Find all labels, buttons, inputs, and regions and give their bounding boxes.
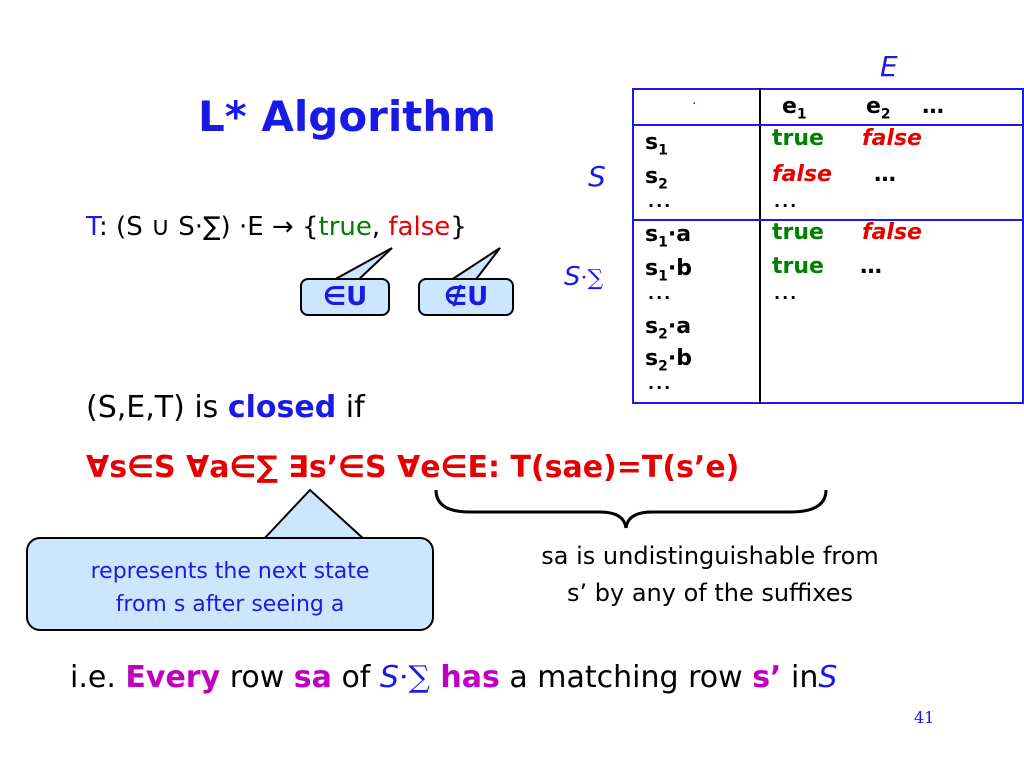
header-e1-letter: e <box>782 94 797 119</box>
sigma-glyph: ∑ <box>587 266 604 291</box>
t-false: false <box>388 212 451 242</box>
row-s2b-sub: 2 <box>658 358 668 375</box>
row-s2-name: s <box>645 164 659 189</box>
row-s1a-name: s <box>645 222 659 247</box>
ie-s-prime: s’ <box>752 660 782 695</box>
t-true: true <box>318 212 372 242</box>
header-e1: e1 <box>782 94 807 122</box>
cell-s2-e2: … <box>874 162 896 187</box>
ie-in: in <box>781 660 819 695</box>
header-e1-sub: 1 <box>796 106 807 123</box>
row-label-s2-more: ··· <box>648 378 673 397</box>
closed-prefix: (S,E,T) is <box>86 390 228 425</box>
ie-sa: sa <box>293 660 332 695</box>
cell-s1-e2: false <box>862 126 922 151</box>
header-e2-letter: e <box>866 94 881 119</box>
cell-s2-e1: false <box>772 162 832 187</box>
row-s1-name: s <box>645 130 659 155</box>
slide-title: L* Algorithm <box>198 92 497 141</box>
header-e2: e2 <box>866 94 891 122</box>
closed-keyword: closed <box>227 390 337 425</box>
ie-matching: a matching row <box>499 660 753 695</box>
row-label-s-more: ··· <box>648 196 673 215</box>
ie-prefix: i.e. <box>70 660 126 695</box>
row-s1b-name: s <box>645 256 659 281</box>
ie-s: S <box>379 660 399 695</box>
header-ellipsis: … <box>922 94 944 119</box>
closedness-formula: ∀s∈S ∀a∈∑ ∃s’∈S ∀e∈E: T(sae)=T(s’e) <box>86 450 740 485</box>
callout-line-1: represents the next state <box>90 559 370 584</box>
suffix-brace <box>434 489 828 529</box>
row-s2b-name: s <box>645 346 659 371</box>
in-u-bubble: ∈U <box>300 278 390 316</box>
cell-s1b-e1: true <box>772 254 824 279</box>
in-u-pointer <box>329 247 393 283</box>
ie-of: of <box>331 660 380 695</box>
row-label-s1: s1 <box>645 130 668 158</box>
undistinguishable-note: sa is undistinguishable from s’ by any o… <box>500 538 920 612</box>
cell-s1a-e1: true <box>772 220 824 245</box>
next-state-callout: represents the next state from s after s… <box>26 537 434 631</box>
cell-s1-e1: true <box>772 126 824 151</box>
undist-line-2: s’ by any of the suffixes <box>566 579 853 607</box>
row-s2a-name: s <box>645 314 659 339</box>
table-corner-dot: · <box>692 96 697 112</box>
closed-suffix: if <box>336 390 365 425</box>
ie-every: Every <box>125 660 221 695</box>
t-definition: T: (S ∪ S·∑) ·E → {true, false} <box>86 212 467 242</box>
s-axis-label: S <box>588 160 606 193</box>
table-s-divider <box>632 219 1024 221</box>
row-label-s2a: s2·a <box>645 314 691 342</box>
cell-s-more: ··· <box>774 196 799 215</box>
row-label-s1-more: ··· <box>648 288 673 307</box>
t-close: } <box>450 212 467 242</box>
e-axis-label: E <box>880 50 898 83</box>
row-s2-sub: 2 <box>658 176 668 193</box>
ie-has: has <box>429 660 500 695</box>
row-label-s2b: s2·b <box>645 346 692 374</box>
row-label-s2: s2 <box>645 164 668 192</box>
s-sigma-axis-label: S·∑ <box>564 262 603 292</box>
cell-s1-more: ··· <box>774 288 799 307</box>
row-label-s1a: s1·a <box>645 222 691 250</box>
not-in-u-pointer <box>444 247 501 283</box>
row-s1a-suffix: ·a <box>667 222 692 247</box>
cell-s1a-e2: false <box>862 220 922 245</box>
cell-s1b-e2: … <box>860 254 882 279</box>
page-number: 41 <box>914 708 935 727</box>
header-e2-sub: 2 <box>880 106 891 123</box>
t-comma: , <box>371 212 389 242</box>
ie-sigma: ·∑ <box>398 660 430 695</box>
row-s1b-sub: 1 <box>658 268 668 285</box>
row-s2a-suffix: ·a <box>667 314 692 339</box>
undist-line-1: sa is undistinguishable from <box>541 542 879 570</box>
row-s1-sub: 1 <box>658 142 668 159</box>
table-column-divider <box>759 88 761 404</box>
callout-pointer <box>259 488 369 542</box>
row-s1b-suffix: ·b <box>667 256 692 281</box>
ie-s-end: S <box>818 660 838 695</box>
s-sigma-s: S <box>564 262 581 292</box>
row-s2a-sub: 2 <box>658 326 668 343</box>
observation-table <box>632 88 1024 404</box>
ie-summary: i.e. Every row sa of S·∑ has a matching … <box>70 660 837 695</box>
row-label-s1b: s1·b <box>645 256 692 284</box>
s-sigma-symbol: ·∑ <box>580 266 604 291</box>
callout-line-2: from s after seeing a <box>115 592 345 617</box>
t-domain: : (S ∪ S·∑) ·E → { <box>99 212 319 242</box>
closed-definition: (S,E,T) is closed if <box>86 390 365 425</box>
ie-row: row <box>220 660 294 695</box>
row-s2b-suffix: ·b <box>667 346 692 371</box>
t-symbol: T <box>86 212 100 242</box>
row-s1a-sub: 1 <box>658 234 668 251</box>
table-header-divider <box>632 124 1024 126</box>
not-in-u-bubble: ∉U <box>418 278 514 316</box>
